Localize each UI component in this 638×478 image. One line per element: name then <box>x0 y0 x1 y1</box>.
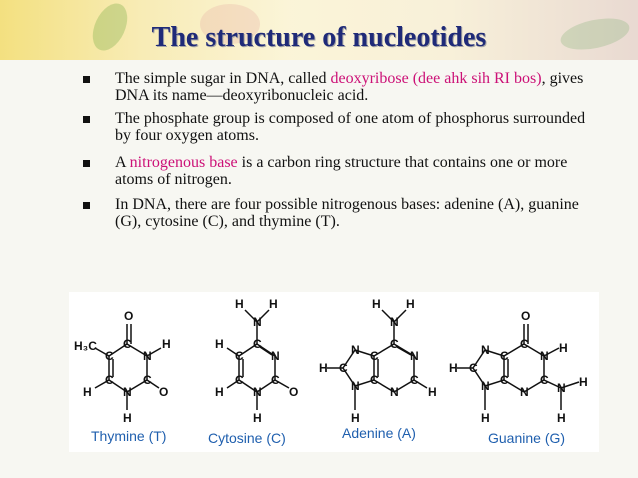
svg-text:O: O <box>521 309 530 323</box>
svg-text:H: H <box>215 337 224 351</box>
cytosine-structure: H H N C N C O N H C H C H <box>215 297 298 425</box>
svg-text:N: N <box>557 381 566 395</box>
svg-text:C: C <box>123 337 132 351</box>
svg-text:C: C <box>253 337 262 351</box>
svg-text:H₃C: H₃C <box>74 339 97 353</box>
base-structures-diagram: O H₃C C N H C O N H C H C <box>74 297 588 425</box>
thymine-structure: O H₃C C N H C O N H C H C <box>74 309 171 425</box>
bullet-item: The phosphate group is composed of one a… <box>78 110 588 144</box>
svg-text:H: H <box>406 297 415 311</box>
svg-text:C: C <box>143 373 152 387</box>
svg-text:C: C <box>235 373 244 387</box>
svg-text:N: N <box>481 379 490 393</box>
svg-text:H: H <box>557 411 566 425</box>
svg-text:H: H <box>428 385 437 399</box>
background-leaf <box>200 4 260 44</box>
svg-text:H: H <box>253 411 262 425</box>
bullet-item: A nitrogenous base is a carbon ring stru… <box>78 154 588 188</box>
svg-text:H: H <box>351 411 360 425</box>
bullet-text: The simple sugar in DNA, called <box>115 70 331 87</box>
svg-text:C: C <box>370 349 379 363</box>
svg-text:C: C <box>500 373 509 387</box>
svg-text:C: C <box>520 337 529 351</box>
bullet-list: The simple sugar in DNA, called deoxyrib… <box>78 70 588 236</box>
bullet-text: is a carbon ring structure that contains… <box>115 154 568 188</box>
bullet-item: The simple sugar in DNA, called deoxyrib… <box>78 70 588 104</box>
svg-text:H: H <box>215 385 224 399</box>
svg-text:N: N <box>253 315 262 329</box>
thymine-label: Thymine (T) <box>91 428 167 444</box>
svg-text:C: C <box>105 373 114 387</box>
bullet-square-icon <box>83 202 90 209</box>
bullet-text: A <box>115 154 130 171</box>
svg-text:N: N <box>520 385 529 399</box>
svg-text:H: H <box>372 297 381 311</box>
svg-text:N: N <box>481 343 490 357</box>
svg-text:N: N <box>253 385 262 399</box>
guanine-structure: O C N H C N H H N C C N C H N H <box>449 309 588 425</box>
svg-text:H: H <box>559 341 568 355</box>
bullet-item: In DNA, there are four possible nitrogen… <box>78 196 588 230</box>
bullet-text: , gives DNA its name—deoxyribonucleic ac… <box>115 70 584 104</box>
svg-text:C: C <box>410 373 419 387</box>
svg-text:C: C <box>271 373 280 387</box>
svg-text:H: H <box>449 361 458 375</box>
svg-text:N: N <box>540 349 549 363</box>
svg-text:H: H <box>481 411 490 425</box>
svg-text:N: N <box>351 343 360 357</box>
cytosine-label: Cytosine (C) <box>208 430 286 446</box>
svg-text:O: O <box>159 385 168 399</box>
svg-text:C: C <box>469 361 478 375</box>
svg-text:C: C <box>370 373 379 387</box>
svg-text:N: N <box>143 349 152 363</box>
svg-text:N: N <box>123 385 132 399</box>
svg-text:O: O <box>124 309 133 323</box>
bullet-square-icon <box>83 116 90 123</box>
svg-text:N: N <box>271 349 280 363</box>
svg-text:C: C <box>339 361 348 375</box>
svg-text:C: C <box>235 349 244 363</box>
svg-text:N: N <box>410 349 419 363</box>
svg-text:H: H <box>83 385 92 399</box>
adenine-label: Adenine (A) <box>342 425 416 441</box>
svg-text:C: C <box>390 337 399 351</box>
bullet-square-icon <box>83 76 90 83</box>
svg-text:H: H <box>579 375 588 389</box>
bullet-text: The phosphate group is composed of one a… <box>115 110 586 144</box>
svg-text:O: O <box>289 385 298 399</box>
svg-text:N: N <box>390 385 399 399</box>
svg-text:H: H <box>319 361 328 375</box>
background-art <box>0 0 638 60</box>
svg-text:C: C <box>500 349 509 363</box>
nitrogenous-bases-figure: O H₃C C N H C O N H C H C <box>69 292 599 452</box>
bullet-square-icon <box>83 160 90 167</box>
svg-text:N: N <box>390 315 399 329</box>
svg-text:H: H <box>162 337 171 351</box>
svg-text:H: H <box>235 297 244 311</box>
svg-text:C: C <box>540 373 549 387</box>
highlighted-term: nitrogenous base <box>129 154 238 171</box>
adenine-structure: H H N C N C H N C C N C H N H <box>319 297 437 425</box>
bullet-text: In DNA, there are four possible nitrogen… <box>115 196 579 230</box>
guanine-label: Guanine (G) <box>488 430 566 446</box>
svg-text:N: N <box>351 379 360 393</box>
svg-text:H: H <box>123 411 132 425</box>
svg-text:C: C <box>105 349 114 363</box>
highlighted-term: deoxyribose (dee ahk sih RI bos) <box>330 70 542 87</box>
svg-text:H: H <box>269 297 278 311</box>
slide-title: The structure of nucleotides <box>151 22 487 53</box>
